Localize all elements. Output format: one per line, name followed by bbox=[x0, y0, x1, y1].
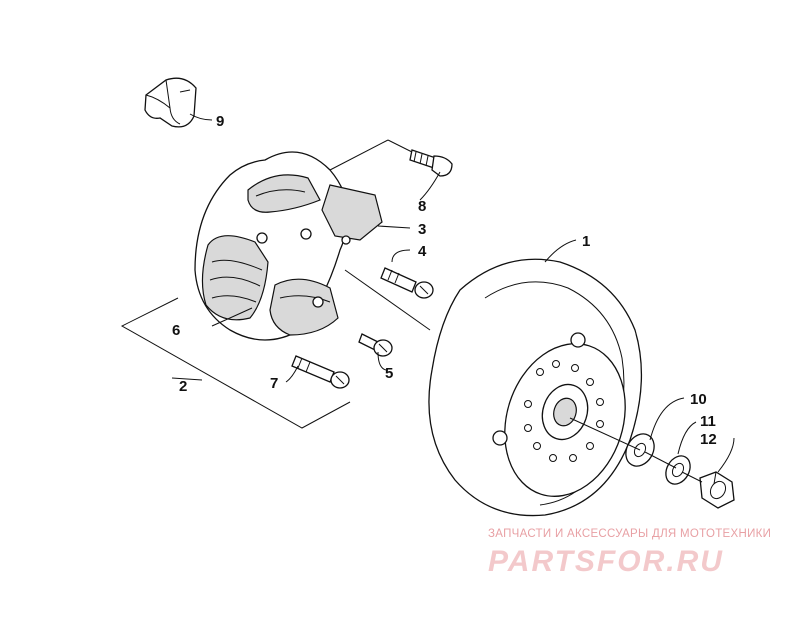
part-2-clutch-assembly bbox=[194, 151, 383, 341]
callout-10: 10 bbox=[690, 391, 707, 408]
part-9-clutch-shoe-weight bbox=[144, 77, 197, 128]
watermark-tagline: ЗАПЧАСТИ И АКСЕССУАРЫ ДЛЯ МОТОТЕХНИКИ bbox=[488, 528, 772, 540]
callout-6: 6 bbox=[172, 322, 180, 339]
assembly-2-bracket bbox=[120, 297, 351, 429]
leader-lines bbox=[189, 113, 735, 473]
callout-7: 7 bbox=[270, 375, 278, 392]
callout-1: 1 bbox=[582, 233, 590, 250]
part-7-long-bolt bbox=[291, 355, 350, 389]
part-1-clutch-drum bbox=[428, 258, 643, 517]
watermark-logo: PARTSFOR.RU bbox=[488, 545, 724, 578]
callout-8: 8 bbox=[418, 198, 426, 215]
callout-11: 11 bbox=[700, 413, 716, 430]
callout-5: 5 bbox=[385, 365, 393, 382]
callout-9: 9 bbox=[216, 113, 224, 130]
callout-3: 3 bbox=[418, 221, 426, 238]
part-5-screw bbox=[358, 333, 393, 357]
callout-2: 2 bbox=[179, 378, 187, 395]
callout-12: 12 bbox=[700, 431, 717, 448]
part-12-nut bbox=[699, 471, 735, 509]
callout-4: 4 bbox=[418, 243, 427, 260]
part-4-bolt bbox=[380, 267, 434, 299]
alignment-lines bbox=[329, 139, 703, 483]
callout-labels: 1 2 3 4 5 6 7 8 9 10 11 12 bbox=[172, 113, 717, 448]
part-8-bolt bbox=[409, 149, 453, 177]
part-11-lock-washer bbox=[665, 455, 691, 485]
